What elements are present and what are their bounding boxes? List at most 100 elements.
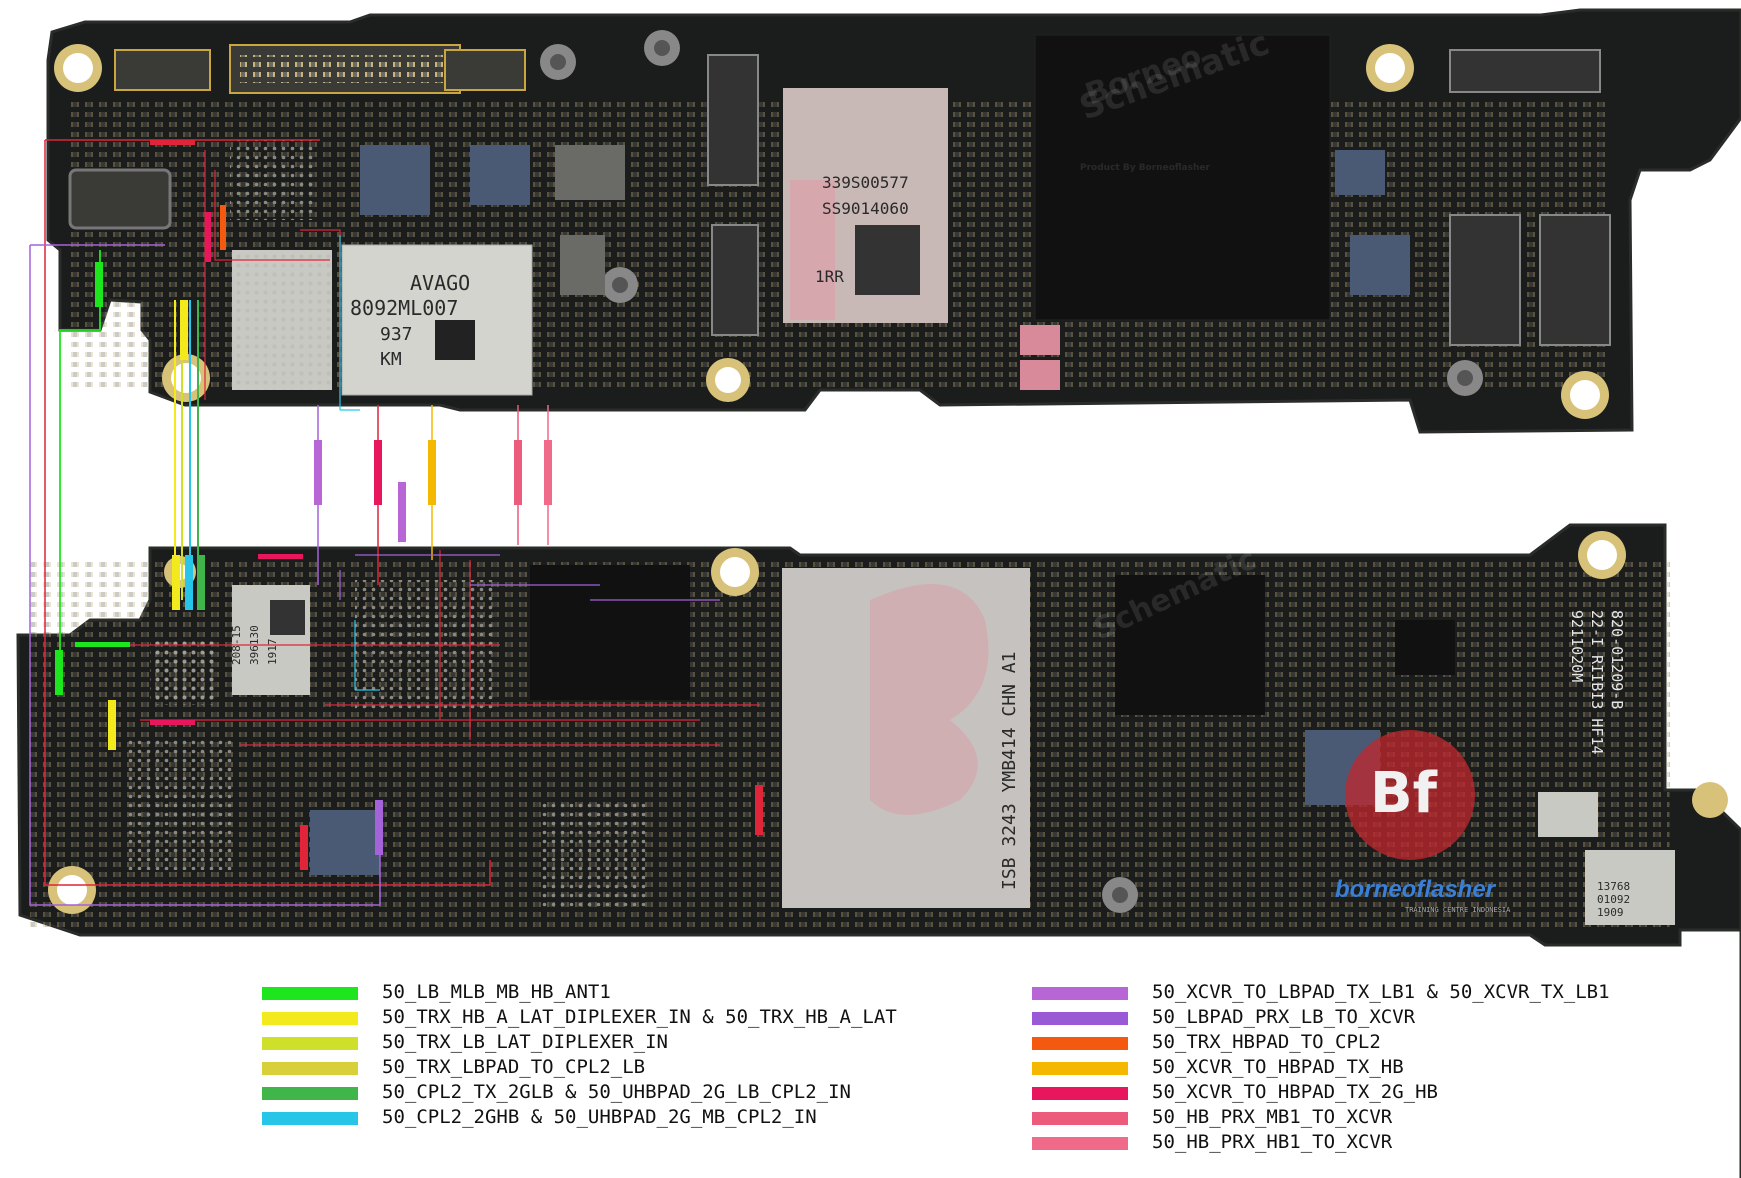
trace-label-purple-2 xyxy=(398,482,406,542)
trace-bottom-internal-red xyxy=(100,550,760,746)
trace-label-pink-2 xyxy=(544,440,552,505)
top-chip-blue-1 xyxy=(360,145,430,215)
trace-outer-purple xyxy=(29,245,381,906)
trace-label-bottom-1 xyxy=(258,554,303,559)
brand-training: TRAINING CENTRE INDONESIA xyxy=(1405,906,1511,914)
trace-label-green-2 xyxy=(55,650,63,695)
trace-label-bottom-2 xyxy=(150,720,195,725)
silkscreen-line3: 9211020M xyxy=(1568,610,1586,682)
legend-swatch xyxy=(1032,1062,1128,1075)
top-chip-blue-4 xyxy=(1335,150,1385,195)
trace-label-green-3 xyxy=(197,555,205,610)
legend-label: 50_TRX_LB_LAT_DIPLEXER_IN xyxy=(382,1031,668,1053)
watermark-product-by: Product By Borneoflasher xyxy=(1080,163,1210,173)
top-chip-grey-2 xyxy=(560,235,605,295)
top-connector-vertical-1 xyxy=(707,54,759,186)
top-connector-right-1 xyxy=(1449,49,1601,93)
brand-logo-mark: Bf xyxy=(1370,761,1438,826)
top-connector-2 xyxy=(114,49,211,91)
brand-name: borneoflasher xyxy=(1335,876,1497,903)
trace-label-yellow-2 xyxy=(172,555,180,610)
legend-swatch xyxy=(1032,1037,1128,1050)
trace-bottom-internal-purple xyxy=(339,554,720,601)
memory-line2: SS9014060 xyxy=(822,199,909,218)
top-connector-3 xyxy=(444,49,526,91)
silkscreen-line1: 820-01209-B xyxy=(1608,610,1626,709)
trace-label-top-magenta xyxy=(205,212,211,262)
avago-line3: 937 xyxy=(380,324,413,345)
trace-label-yellow-1 xyxy=(180,300,188,360)
legend-swatch xyxy=(262,1012,358,1025)
trace-bottom-internal-cyan xyxy=(354,620,380,691)
legend-label: 50_CPL2_TX_2GLB & 50_UHBPAD_2G_LB_CPL2_I… xyxy=(382,1081,851,1103)
trace-label-red-1 xyxy=(150,140,195,145)
legend-label: 50_XCVR_TO_HBPAD_TX_2G_HB xyxy=(1152,1081,1438,1103)
avago-line2: 8092ML007 xyxy=(350,296,458,320)
trace-label-red-2 xyxy=(374,440,382,505)
legend-label: 50_LB_MLB_MB_HB_ANT1 xyxy=(382,981,611,1003)
top-connector-left xyxy=(68,168,172,230)
trace-label-orange-1 xyxy=(428,440,436,505)
top-chip-blue-3 xyxy=(1350,235,1410,295)
legend-swatch xyxy=(1032,1087,1128,1100)
trace-label-purple-1 xyxy=(314,440,322,505)
bottom-chip-black-2 xyxy=(1395,620,1455,675)
small-right-line2: 01092 xyxy=(1597,893,1630,906)
nand-label: ISB 3243 YMB414 CHN A1 xyxy=(999,652,1020,890)
trace-label-top-orange xyxy=(220,205,226,250)
silkscreen-line2: 22-I RIIBI3 HF14 xyxy=(1588,610,1606,755)
avago-qr xyxy=(435,320,475,360)
small-right-line1: 13768 xyxy=(1597,880,1630,893)
memory-qr xyxy=(855,225,920,295)
legend-swatch xyxy=(1032,987,1128,1000)
bottom-chip-blue-1 xyxy=(310,810,380,875)
top-chip-memory-pink xyxy=(790,180,835,320)
trace-label-bottom-5 xyxy=(375,800,383,855)
legend-label: 50_TRX_HBPAD_TO_CPL2 xyxy=(1152,1031,1381,1053)
top-board: AVAGO 8092ML007 937 KM 339S00577 SS90140… xyxy=(46,8,1741,434)
memory-line1: 339S00577 xyxy=(822,173,909,192)
bottom-chip-bga-3 xyxy=(540,800,650,910)
top-connector-vertical-2 xyxy=(711,224,759,336)
trace-label-bottom-3 xyxy=(755,785,763,835)
small-left-line3: 1917 xyxy=(266,639,279,666)
bottom-chip-small-right xyxy=(1585,850,1675,925)
legend-swatch xyxy=(262,1087,358,1100)
bottom-chip-small-right-text: 13768 01092 1909 xyxy=(1597,880,1630,919)
trace-top-internal-cyan xyxy=(339,235,360,411)
legend-label: 50_XCVR_TO_LBPAD_TX_LB1 & 50_XCVR_TX_LB1 xyxy=(1152,981,1610,1003)
legend-label: 50_TRX_HB_A_LAT_DIPLEXER_IN & 50_TRX_HB_… xyxy=(382,1006,897,1028)
legend-swatch xyxy=(262,1062,358,1075)
top-connector-1-pins xyxy=(240,55,450,83)
top-chip-avago-text: AVAGO 8092ML007 937 KM xyxy=(350,271,470,370)
memory-line3: 1RR xyxy=(815,267,844,286)
bottom-chip-bga-4 xyxy=(150,640,215,705)
legend-swatch xyxy=(262,1112,358,1125)
bottom-chip-black-3 xyxy=(1115,575,1265,715)
legend-swatch xyxy=(262,987,358,1000)
legend-label: 50_CPL2_2GHB & 50_UHBPAD_2G_MB_CPL2_IN xyxy=(382,1106,817,1128)
legend-swatch xyxy=(1032,1112,1128,1125)
top-chip-memory-text: 339S00577 SS9014060 1RR xyxy=(815,173,909,286)
avago-line1: AVAGO xyxy=(410,271,470,295)
bottom-chip-black-1 xyxy=(530,565,690,700)
legend-label: 50_XCVR_TO_HBPAD_TX_HB xyxy=(1152,1056,1404,1078)
top-pink-part-2 xyxy=(1020,360,1060,390)
nand-pink-mark xyxy=(870,584,989,815)
legend-swatch xyxy=(1032,1012,1128,1025)
top-chip-grey-1 xyxy=(555,145,625,200)
legend-label: 50_HB_PRX_HB1_TO_XCVR xyxy=(1152,1131,1393,1153)
trace-overlays xyxy=(29,139,763,906)
top-pink-part-1 xyxy=(1020,325,1060,355)
trace-label-pink-1 xyxy=(514,440,522,505)
legend-swatch xyxy=(1032,1137,1128,1150)
legend-swatch xyxy=(262,1037,358,1050)
top-chip-pa-balls xyxy=(232,250,332,390)
trace-label-bottom-6 xyxy=(108,700,116,750)
trace-label-green-1 xyxy=(95,262,103,307)
top-chip-blue-2 xyxy=(470,145,530,205)
top-connector-right-3 xyxy=(1539,214,1611,346)
legend-label: 50_LBPAD_PRX_LB_TO_XCVR xyxy=(1152,1006,1416,1028)
bottom-chip-bga-2 xyxy=(125,740,235,870)
